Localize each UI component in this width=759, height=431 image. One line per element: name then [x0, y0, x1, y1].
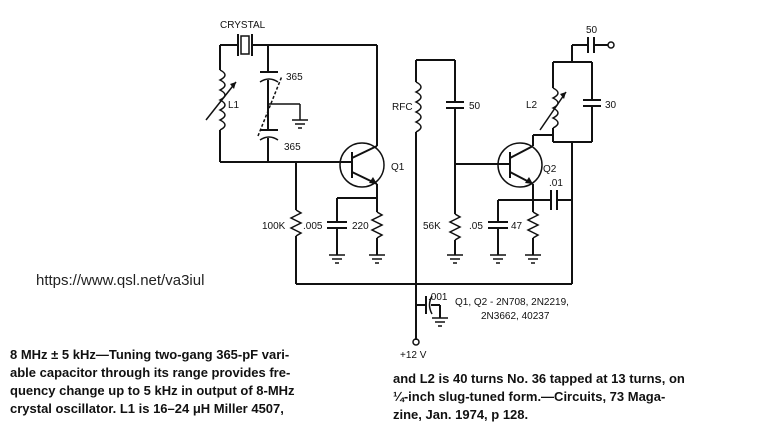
l2-tank [533, 45, 601, 284]
q2-transistor [497, 135, 543, 200]
r47-label: 47 [511, 221, 523, 232]
variable-capacitor-365 [257, 45, 308, 162]
c50-label: 50 [469, 101, 481, 112]
c05-label: .05 [469, 221, 483, 232]
capacitor-01 [548, 190, 572, 210]
c365-top-label: 365 [286, 72, 303, 83]
c001-label: .001 [428, 292, 448, 303]
r100k-label: 100K [262, 221, 286, 232]
coupling-capacitor-50 [446, 60, 503, 165]
c30-label: 30 [605, 100, 617, 111]
q1-bias-network [289, 162, 385, 284]
l1-label: L1 [228, 100, 240, 111]
r56k-label: 56K [423, 221, 441, 232]
rfc-inductor [414, 59, 455, 295]
crystal-symbol [220, 34, 377, 56]
supply-label: +12 V [400, 350, 427, 361]
l2-label: L2 [526, 100, 538, 111]
c01-label: .01 [549, 178, 563, 189]
caption-line: zine, Jan. 1974, p 128. [393, 407, 529, 422]
supply-network [296, 283, 572, 346]
caption-line: 8 MHz ± 5 kHz—Tuning two-gang 365-pF var… [10, 347, 290, 362]
q1-transistor [296, 45, 385, 198]
q2-bias-network [447, 164, 548, 264]
r220-label: 220 [352, 221, 369, 232]
output-capacitor-50 [572, 37, 615, 53]
caption-right: and L2 is 40 turns No. 36 tapped at 13 t… [393, 370, 753, 424]
out-50-label: 50 [586, 25, 598, 36]
c005-label: .005 [303, 221, 323, 232]
q2-label: Q2 [543, 164, 557, 175]
caption-left: 8 MHz ± 5 kHz—Tuning two-gang 365-pF var… [10, 346, 375, 418]
rfc-label: RFC [392, 102, 413, 113]
caption-line: and L2 is 40 turns No. 36 tapped at 13 t… [393, 371, 685, 386]
caption-line: able capacitor through its range provide… [10, 365, 291, 380]
caption-line: crystal oscillator. L1 is 16–24 μH Mille… [10, 401, 284, 416]
c365-bottom-label: 365 [284, 142, 301, 153]
l1-inductor [205, 45, 296, 163]
q1-label: Q1 [391, 162, 405, 173]
source-url: https://www.qsl.net/va3iul [36, 272, 205, 289]
caption-line: ¼-inch slug-tuned form.—Circuits, 73 Mag… [393, 389, 666, 404]
caption-line: quency change up to 5 kHz in output of 8… [10, 383, 295, 398]
transistors-line2: 2N3662, 40237 [481, 311, 550, 322]
crystal-label: CRYSTAL [220, 20, 266, 31]
transistors-line1: Q1, Q2 - 2N708, 2N2219, [455, 297, 569, 308]
